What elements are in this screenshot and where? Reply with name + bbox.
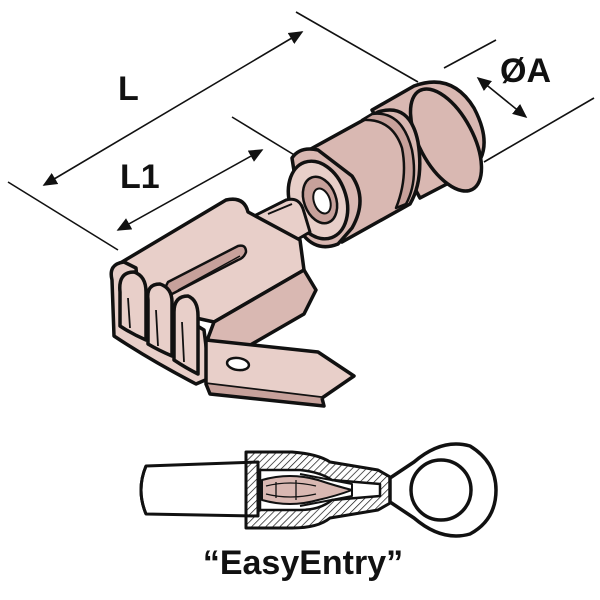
male-tab: [204, 338, 356, 408]
caption-easyentry: “EasyEntry”: [203, 544, 403, 582]
easyentry-terminal: [139, 442, 498, 538]
diameter-extension-bottom: [483, 97, 595, 163]
female-receptacle: [109, 197, 318, 386]
dimension-lines: [7, 11, 595, 251]
length-label: L: [118, 70, 139, 108]
length-dimension-arrow: [42, 31, 304, 186]
extension-line-right: [295, 11, 419, 83]
wire: [139, 460, 260, 518]
diameter-dimension-arrow: [476, 76, 528, 119]
insulated-sleeve: [286, 80, 486, 249]
diameter-extension-top: [443, 39, 497, 69]
inner-length-dimension-arrow: [116, 149, 264, 231]
diameter-label: ØA: [500, 52, 551, 90]
extension-line-left: [7, 181, 119, 251]
extension-line-inner: [231, 116, 297, 157]
ring-hole: [409, 458, 473, 522]
inner-length-label: L1: [120, 158, 160, 196]
